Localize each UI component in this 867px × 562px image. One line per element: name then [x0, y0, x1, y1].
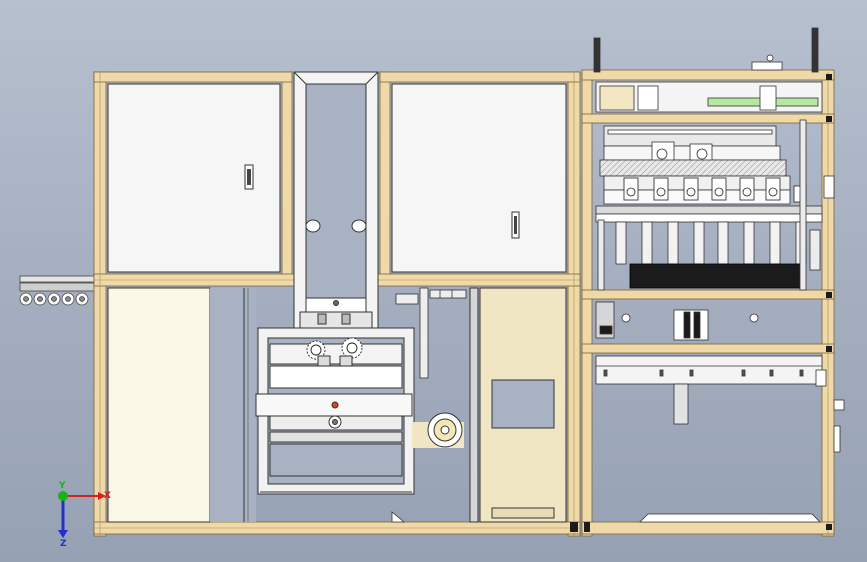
lower-right-door: [469, 287, 567, 523]
gear-lift-frame: [255, 327, 415, 495]
x-axis-label: X: [104, 491, 111, 501]
y-axis-label: Y: [58, 481, 66, 491]
lower-left-guard: [107, 287, 256, 523]
lower-conveyor-rail: [595, 355, 827, 425]
frame-corner-bolts: [570, 74, 832, 532]
tape-roll: [412, 412, 464, 448]
side-bracket: [395, 287, 467, 379]
right-top-rails: [593, 27, 823, 113]
coordinate-triad: X Y Z: [58, 481, 111, 549]
picker-fingers: [615, 221, 807, 265]
upper-left-door: [107, 83, 281, 273]
lift-column: [293, 71, 379, 335]
inspection-window: [491, 379, 555, 429]
upper-right-door: [391, 83, 567, 273]
left-infeed-conveyor: [19, 275, 97, 306]
picker-gantry: [595, 125, 823, 223]
right-module-rails: [597, 119, 835, 291]
z-axis-label: Z: [60, 539, 67, 549]
product-tray: [629, 263, 803, 289]
right-lower-panel: [391, 399, 845, 523]
gear-icon: [306, 337, 363, 367]
actuator-assembly: [595, 301, 759, 341]
